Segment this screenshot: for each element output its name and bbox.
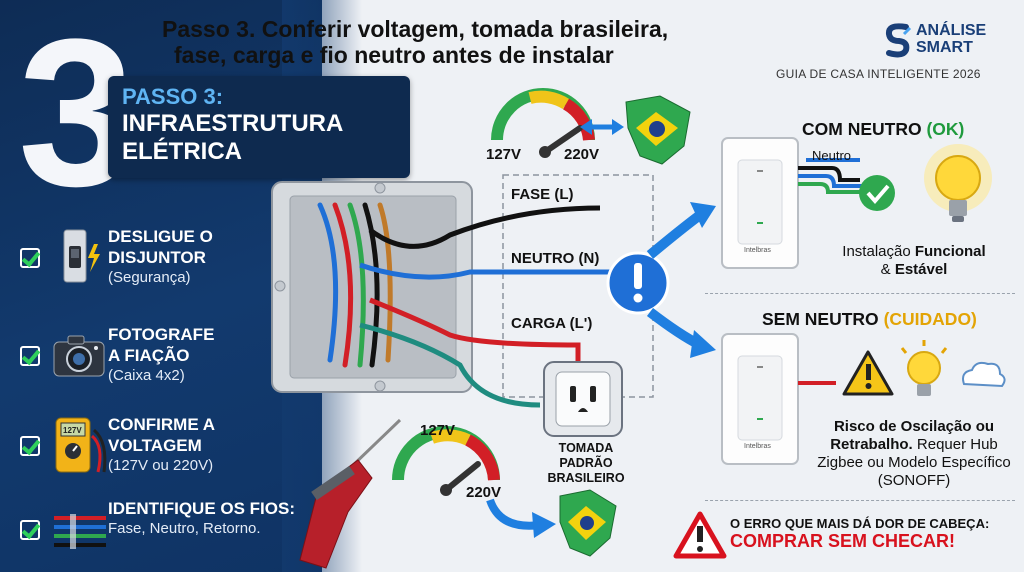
checklist-item-voltage: 127V CONFIRME A VOLTAGEM (127V ou 220V) xyxy=(20,410,320,480)
brand-line1: ANÁLISE xyxy=(916,22,987,39)
brazilian-socket-icon xyxy=(543,361,623,437)
checklist-sub: (127V ou 220V) xyxy=(108,457,214,474)
error-triangle-icon xyxy=(673,511,727,559)
error-callout-top: O ERRO QUE MAIS DÁ DOR DE CABEÇA: xyxy=(730,516,990,531)
step-box: PASSO 3: INFRAESTRUTURA ELÉTRICA xyxy=(108,76,410,178)
without-neutral-status: (CUIDADO) xyxy=(883,309,977,329)
wire-terra xyxy=(359,322,541,408)
brazil-map-icon-bottom xyxy=(559,489,617,557)
checklist-title: CONFIRME A VOLTAGEM xyxy=(108,415,216,455)
socket-label: TOMADA PADRÃO BRASILEIRO xyxy=(547,441,625,485)
gauge-bottom-high-label: 220V xyxy=(466,484,502,501)
brazil-map-icon xyxy=(625,95,691,165)
brand-logo: ANÁLISE SMART xyxy=(884,22,1004,62)
page-title: Passo 3. Conferir voltagem, tomada brasi… xyxy=(162,16,668,68)
without-neutral-desc: Risco de Oscilação ou Retrabalho. Requer… xyxy=(817,418,1011,489)
wire-fase-label: FASE (L) xyxy=(511,186,574,203)
voltage-gauge-bottom-icon xyxy=(392,426,500,496)
arrow-up-icon xyxy=(646,211,704,259)
switch-brand-label: Intelbras xyxy=(744,443,771,450)
with-neutral-heading: COM NEUTRO (OK) xyxy=(802,119,965,139)
checklist-item-wires: IDENTIFIQUE OS FIOS: Fase, Neutro, Retor… xyxy=(20,494,320,564)
checklist-title: DESLIGUE O DISJUNTOR xyxy=(108,227,213,267)
checklist-title: FOTOGRAFE A FIAÇÃO xyxy=(108,325,215,365)
wire-neutro xyxy=(359,262,610,280)
error-callout: O ERRO QUE MAIS DÁ DOR DE CABEÇA: COMPRA… xyxy=(730,516,1016,552)
arrow-right-icon xyxy=(486,498,541,530)
warning-triangle-icon xyxy=(842,350,894,396)
voltage-gauge-top-icon xyxy=(491,88,595,158)
error-callout-main: COMPRAR SEM CHECAR! xyxy=(730,531,955,551)
checklist-item-breaker: DESLIGUE O DISJUNTOR (Segurança) xyxy=(20,222,320,292)
checkbox-checked-icon xyxy=(20,436,40,456)
smart-switch-without-neutral xyxy=(721,333,799,465)
step-title-line2: ELÉTRICA xyxy=(122,138,242,165)
wire-fase xyxy=(368,205,601,249)
gauge-bottom-low-label: 127V xyxy=(420,422,456,439)
checklist-sub: Fase, Neutro, Retorno. xyxy=(108,520,261,537)
with-neutral-status: (OK) xyxy=(926,119,965,139)
tester-probe-icon xyxy=(299,418,402,569)
step-label: PASSO 3: xyxy=(122,84,224,109)
lightbulb-on-icon xyxy=(924,144,992,222)
multimeter-icon: 127V xyxy=(55,417,107,473)
lightbulb-flicker-icon xyxy=(900,340,948,396)
without-neutral-heading: SEM NEUTRO (CUIDADO) xyxy=(762,309,977,329)
smart-switch-with-neutral xyxy=(721,137,799,269)
neutral-wires xyxy=(798,158,862,194)
checklist-sub: (Caixa 4x2) xyxy=(108,367,185,384)
neutral-wire-label: Neutro xyxy=(812,148,852,163)
checklist-title: IDENTIFIQUE OS FIOS: xyxy=(108,499,296,518)
wire-carga xyxy=(369,297,581,370)
check-circle-icon xyxy=(859,175,895,211)
page-title-line2: fase, carga e fio neutro antes de instal… xyxy=(174,42,614,68)
step-title-line1: INFRAESTRUTURA xyxy=(122,110,344,137)
wire-neutro-label: NEUTRO (N) xyxy=(511,250,600,267)
wires-icon xyxy=(54,514,106,549)
checkbox-checked-icon xyxy=(20,346,40,366)
page-title-line1: Passo 3. Conferir voltagem, tomada brasi… xyxy=(162,16,669,42)
section-divider xyxy=(705,293,1015,294)
wire-carga-label: CARGA (L') xyxy=(511,315,593,332)
brand-s-icon xyxy=(885,23,912,58)
brand-line2: SMART xyxy=(916,39,973,56)
gauge-top-high-label: 220V xyxy=(564,146,600,163)
checklist-sub: (Segurança) xyxy=(108,269,191,286)
svg-text:127V: 127V xyxy=(63,426,82,435)
cloud-icon xyxy=(962,361,1006,388)
double-arrow-icon xyxy=(580,119,624,135)
camera-icon xyxy=(53,335,105,377)
switch-brand-label: Intelbras xyxy=(744,247,771,254)
arrow-down-icon xyxy=(646,308,703,350)
breaker-icon xyxy=(63,229,100,283)
section-divider xyxy=(705,500,1015,501)
guide-caption: GUIA DE CASA INTELIGENTE 2026 xyxy=(776,67,981,81)
checkbox-checked-icon xyxy=(20,520,40,540)
checkbox-checked-icon xyxy=(20,248,40,268)
gauge-top-low-label: 127V xyxy=(486,146,522,163)
checklist-item-photo: FOTOGRAFE A FIAÇÃO (Caixa 4x2) xyxy=(20,320,320,390)
with-neutral-desc: Instalação Funcional & Estável xyxy=(842,243,986,278)
